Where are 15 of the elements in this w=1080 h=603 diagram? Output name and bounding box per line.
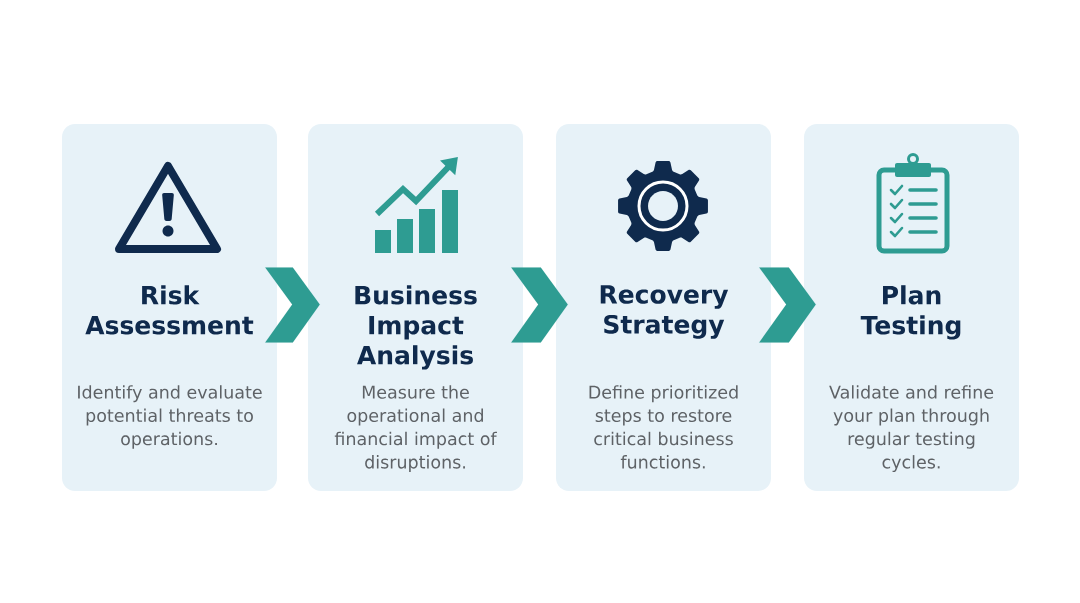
step-description: Define prioritized steps to restore critical business functions.	[589, 385, 738, 469]
step-card	[556, 124, 771, 491]
step-title: Recovery Strategy	[600, 285, 729, 339]
step-card	[308, 124, 523, 491]
chevron-arrow	[759, 267, 816, 343]
step-title: Business Impact Analysis	[355, 285, 477, 370]
step-card	[62, 124, 277, 491]
step-title: Risk Assessment	[85, 285, 254, 335]
step-card	[804, 124, 1019, 491]
step-description: Validate and refine your plan through regular testing cycles.	[829, 385, 994, 473]
step-title: Plan Testing	[860, 285, 961, 340]
chevron-arrow	[511, 267, 568, 343]
step-description: Measure the operational and financial impact of disruptions.	[334, 385, 497, 473]
chevron-arrow	[265, 267, 320, 343]
step-description: Identify and evaluate potential threats to operations.	[78, 385, 262, 449]
